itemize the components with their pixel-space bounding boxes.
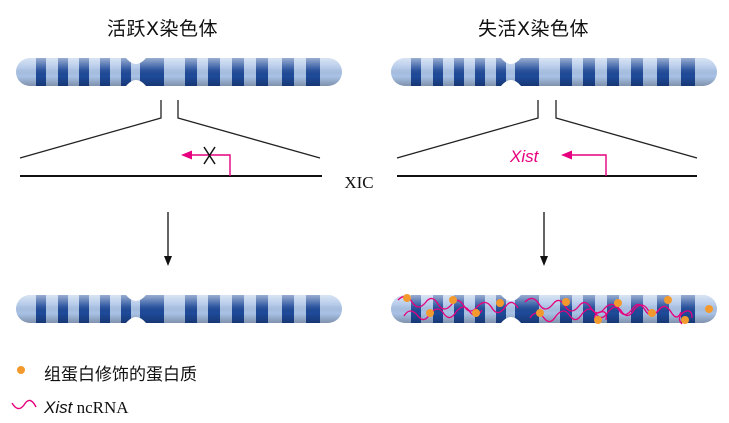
legend-rna-label: ncRNA xyxy=(72,397,129,417)
zoom-lines-right xyxy=(396,100,698,159)
xist-arrow-icon xyxy=(561,150,607,176)
chromosome-active-bottom xyxy=(16,295,342,323)
arrow-icon xyxy=(164,212,172,266)
xic-label: XIC xyxy=(344,173,373,192)
orange-dot-icon xyxy=(10,360,44,385)
chromosome-inactive-top xyxy=(391,58,717,86)
blocked-arrow-icon xyxy=(181,146,231,176)
wavy-rna-icon xyxy=(10,395,44,420)
zoom-lines-left xyxy=(19,100,321,159)
orange-dot-icon xyxy=(403,294,713,324)
title-active-x: 活跃X染色体 xyxy=(107,18,219,40)
legend-rna: Xist ncRNA xyxy=(10,395,129,420)
legend-rna-italic: Xist xyxy=(44,397,73,417)
legend-dot-label: 组蛋白修饰的蛋白质 xyxy=(44,365,197,385)
title-inactive-x: 失活X染色体 xyxy=(478,18,590,40)
arrow-icon xyxy=(540,212,548,266)
chromosome-active-top xyxy=(16,58,342,86)
xist-label: Xist xyxy=(509,147,540,166)
legend-dot: 组蛋白修饰的蛋白质 xyxy=(10,360,197,385)
